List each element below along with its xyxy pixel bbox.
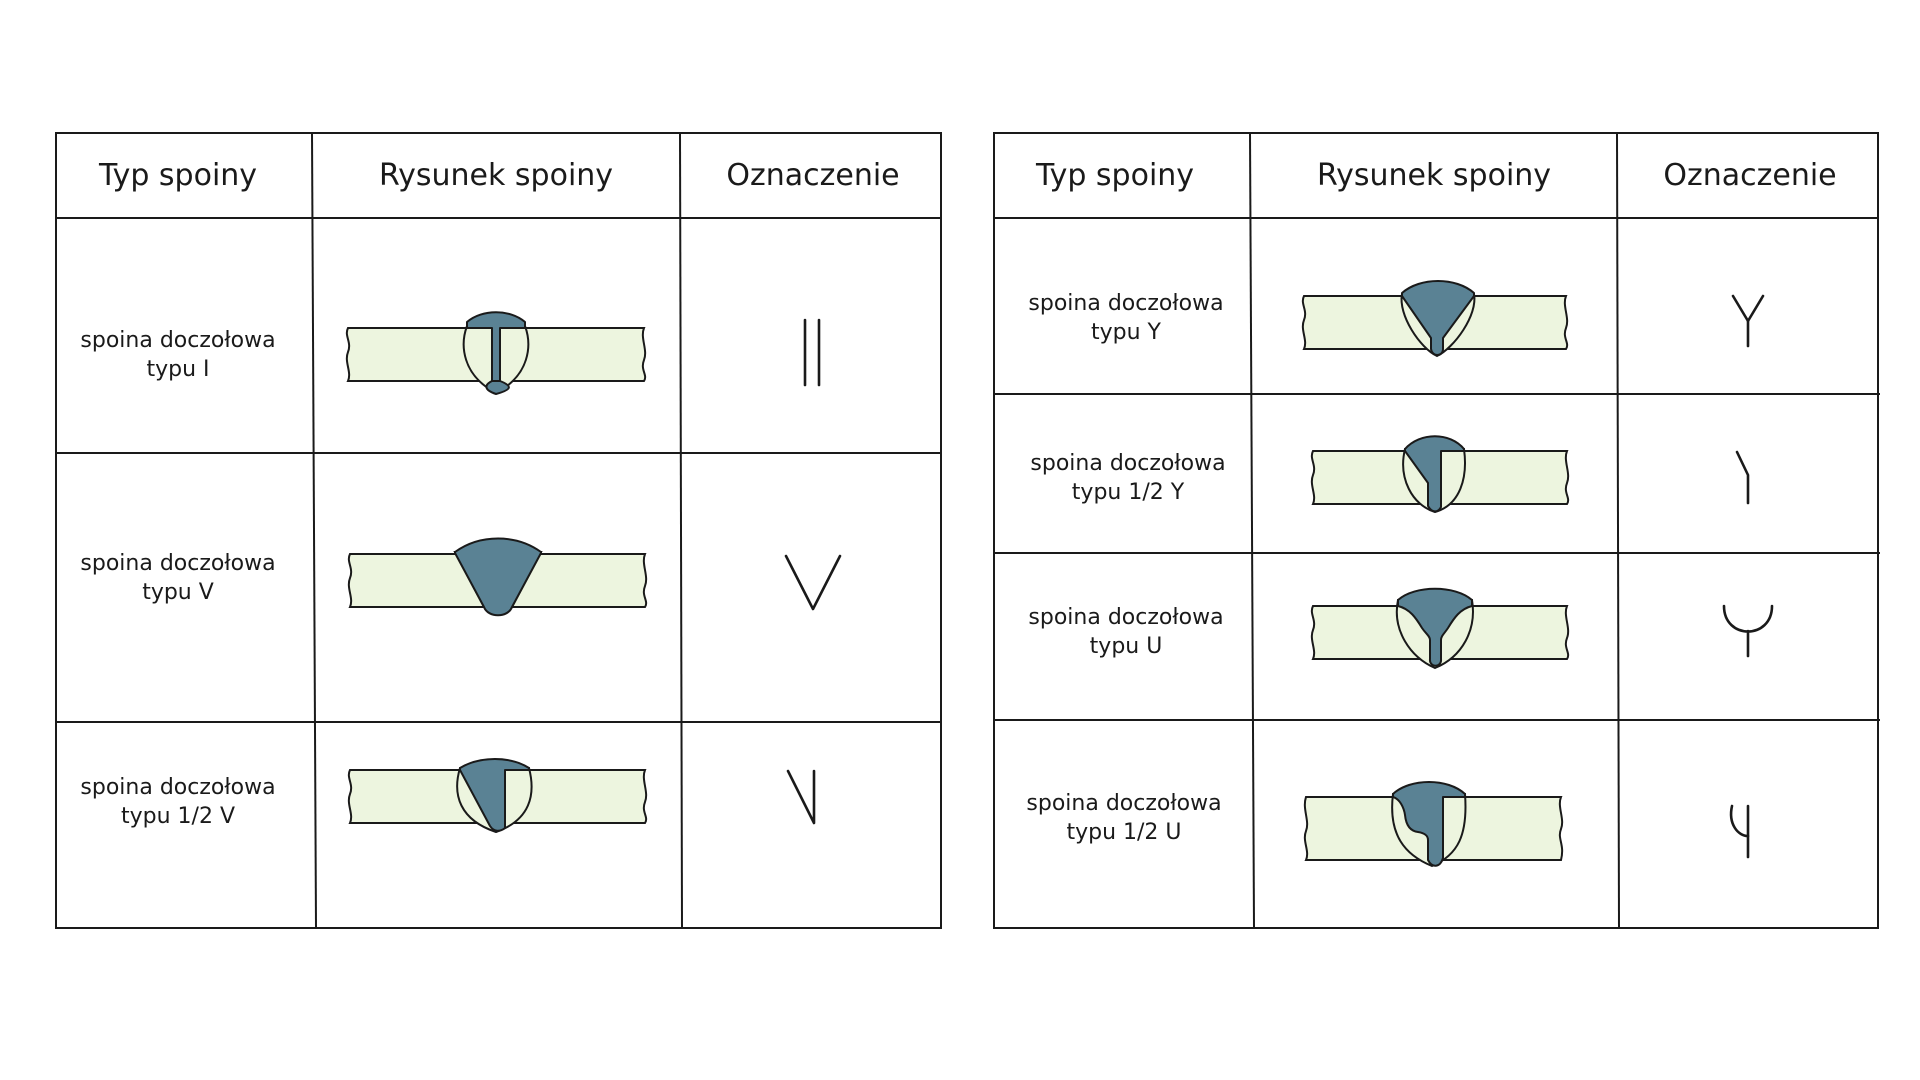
row-name-line2: typu Y [1091, 320, 1162, 345]
right-header-type: Typ spoiny [1035, 158, 1194, 193]
row-weld-half-v: spoina doczołowa typu 1/2 V [80, 758, 816, 834]
row-name-line2: typu I [146, 357, 209, 382]
weld-symbol-u [1722, 604, 1774, 658]
row-weld-half-u: spoina doczołowa typu 1/2 U [1026, 781, 1750, 868]
right-table-grid [993, 132, 1880, 929]
weld-symbol-half-u [1729, 804, 1750, 859]
row-name-line2: typu 1/2 U [1066, 820, 1181, 845]
weld-drawing-half-v [347, 758, 648, 834]
row-name-line1: spoina doczołowa [80, 328, 275, 353]
weld-symbol-y [1731, 294, 1765, 348]
row-name-line1: spoina doczołowa [80, 551, 275, 576]
row-weld-y: spoina doczołowa typu Y [1028, 280, 1765, 358]
row-name-line2: typu 1/2 V [121, 804, 235, 829]
weld-drawing-half-y [1310, 435, 1570, 514]
row-name-line1: spoina doczołowa [1026, 791, 1221, 816]
row-name-line1: spoina doczołowa [80, 775, 275, 800]
row-name-line2: typu V [142, 580, 214, 605]
weld-drawing-y [1301, 280, 1569, 358]
left-table-grid [55, 132, 942, 929]
left-header-symbol: Oznaczenie [726, 158, 899, 193]
weld-drawing-i [345, 311, 647, 395]
weld-drawing-u [1310, 587, 1570, 670]
row-weld-u: spoina doczołowa typu U [1028, 587, 1774, 670]
right-header-drawing: Rysunek spoiny [1317, 158, 1551, 193]
left-header-drawing: Rysunek spoiny [379, 158, 613, 193]
weld-symbol-half-v [786, 769, 816, 825]
row-name-line2: typu U [1090, 634, 1163, 659]
row-name-line2: typu 1/2 Y [1072, 480, 1185, 505]
weld-drawing-v [347, 537, 648, 617]
row-weld-i: spoina doczołowa typu I [80, 311, 821, 395]
left-header-type: Typ spoiny [98, 158, 257, 193]
row-weld-v: spoina doczołowa typu V [80, 537, 842, 617]
row-weld-half-y: spoina doczołowa typu 1/2 Y [1030, 435, 1750, 514]
row-name-line1: spoina doczołowa [1028, 605, 1223, 630]
left-table: Typ spoiny Rysunek spoiny Oznaczenie spo… [55, 132, 942, 929]
weld-symbol-v [784, 554, 842, 611]
right-table: Typ spoiny Rysunek spoiny Oznaczenie spo… [993, 132, 1880, 929]
weld-drawing-half-u [1303, 781, 1564, 868]
right-header-symbol: Oznaczenie [1663, 158, 1836, 193]
weld-symbol-i [803, 318, 821, 387]
weld-symbol-half-y [1735, 450, 1750, 505]
row-name-line1: spoina doczołowa [1030, 451, 1225, 476]
row-name-line1: spoina doczołowa [1028, 291, 1223, 316]
